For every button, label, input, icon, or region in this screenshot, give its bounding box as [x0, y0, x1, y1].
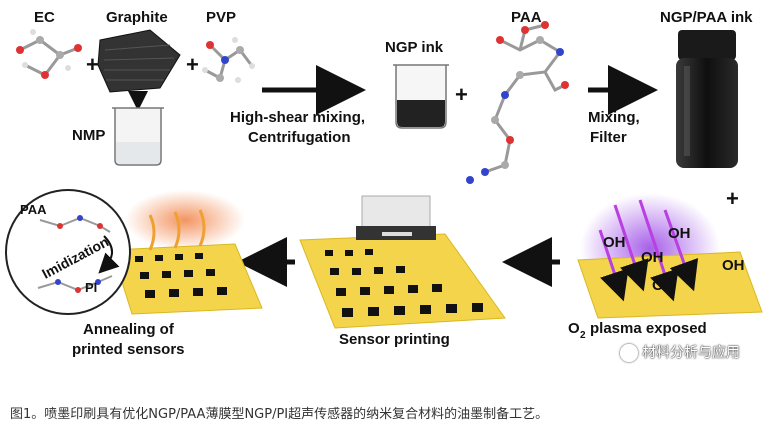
- paa-molecule: [466, 21, 569, 184]
- oh-label-4: OH: [722, 257, 745, 274]
- nmp-beaker: [112, 107, 164, 166]
- nmp-label: NMP: [72, 127, 105, 144]
- plus-sign-2: +: [186, 52, 199, 77]
- step1-label-line1: High-shear mixing,: [230, 109, 365, 126]
- watermark: 材料分析与应用: [620, 342, 770, 364]
- imidization-molecules: [37, 215, 120, 293]
- pvp-label: PVP: [206, 9, 236, 26]
- step2-label-line1: Mixing,: [588, 109, 640, 126]
- paa-label: PAA: [511, 9, 542, 26]
- process-diagram: EC + Graphite + PVP NMP High-sh: [5, 9, 763, 358]
- plus-sign-3: +: [455, 82, 468, 107]
- step2-label-line2: Filter: [590, 129, 627, 146]
- plus-sign-1: +: [86, 52, 99, 77]
- figure-caption: 图1。喷墨印刷具有优化NGP/PAA薄膜型NGP/PI超声传感器的纳米复合材料的…: [10, 407, 549, 422]
- print-head: [356, 195, 436, 240]
- inset-paa-label: PAA: [20, 202, 47, 217]
- annealing-film: [111, 243, 263, 315]
- step1-label-line2: Centrifugation: [248, 129, 351, 146]
- ngp-paa-ink-label: NGP/PAA ink: [660, 9, 753, 26]
- plasma-subscript: 2: [580, 330, 586, 341]
- ec-molecule: [16, 29, 82, 79]
- pvp-molecule: [202, 37, 255, 83]
- graphite-flake: [97, 29, 181, 93]
- oh-label-2: OH: [668, 225, 691, 242]
- oh-label-5: OH: [652, 277, 675, 294]
- watermark-text: 材料分析与应用: [642, 345, 740, 361]
- ec-label: EC: [34, 9, 55, 26]
- annealing-label-line2: printed sensors: [72, 341, 185, 358]
- ngp-ink-label: NGP ink: [385, 39, 444, 56]
- plasma-rays: [598, 199, 699, 302]
- annealed-sensor-array: [135, 253, 227, 298]
- graphite-label: Graphite: [106, 9, 168, 26]
- oh-label-1: OH: [603, 234, 626, 251]
- oh-label-3: OH: [641, 249, 664, 266]
- sensor-printing-label: Sensor printing: [339, 331, 450, 348]
- plus-sign-4: +: [726, 186, 739, 211]
- heat-lines: [148, 209, 206, 251]
- ngp-ink-beaker: [393, 64, 449, 129]
- annealing-label-line1: Annealing of: [83, 321, 175, 338]
- chat-icon: [620, 344, 638, 362]
- ngp-paa-ink-vial: [676, 30, 738, 168]
- inset-pi-label: PI: [85, 280, 97, 295]
- printed-sensor-array: [325, 249, 483, 317]
- plasma-prefix: O: [568, 320, 580, 337]
- plasma-label: plasma exposed: [590, 320, 707, 337]
- heat-glow: [125, 190, 245, 250]
